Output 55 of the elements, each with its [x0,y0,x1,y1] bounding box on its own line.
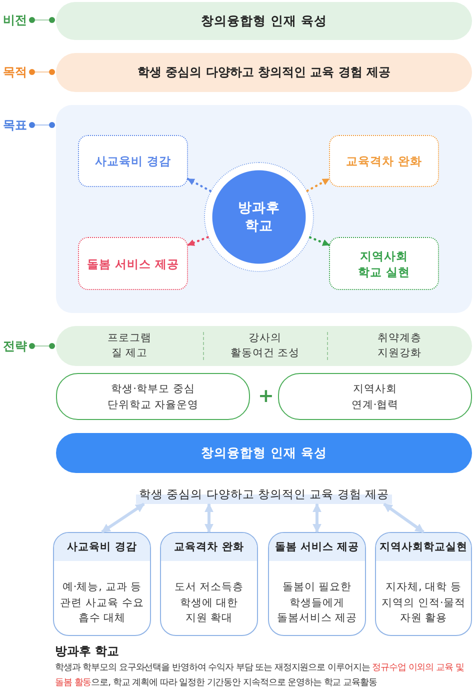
goal-box [329,237,439,290]
strategy-item: 취약계층 지원강화 [376,331,422,361]
double-arrow [312,503,322,533]
arrow [186,236,209,246]
strategy-item: 프로그램 질 제고 [106,331,152,361]
vision-text: 창의융합형 인재 육성 [201,12,327,30]
row-label: 전략 [3,338,27,354]
goal-box [78,237,188,290]
plus-sign: + [258,386,274,406]
card-header: 사교육비 경감 [54,533,150,561]
dot-connector [29,17,55,23]
purpose-band [56,53,472,92]
card-text: 돌봄이 필요한 학생들에게 돌봄서비스 제공 [276,580,358,626]
goal-text: 사교육비 경감 [94,153,171,169]
card-text: 도서 저소득층 학생에 대한 지원 확대 [174,580,244,626]
arrow [309,236,330,246]
card-header: 지역사회학교실현 [376,533,471,561]
arrow [186,178,212,192]
goal-text: 교육격차 완화 [346,153,422,169]
row-label: 비전 [3,12,27,28]
result-band [56,433,472,473]
strategy-box [278,373,472,420]
note-heading: 방과후 학교 [55,644,120,659]
strategy-item: 강사의 활동여건 조성 [230,331,300,361]
goal-card [53,532,151,636]
double-arrow [204,503,214,533]
result-text: 창의융합형 인재 육성 [201,444,327,462]
goal-text: 돌봄 서비스 제공 [87,256,179,272]
row-label: 목표 [3,117,27,133]
goal-box [78,135,188,187]
strategy-band [56,326,472,366]
card-text: 지자체, 대학 등 지역의 인적·물적 자원 활용 [380,580,466,626]
arrow [306,178,330,192]
double-arrow [383,502,424,534]
goal-text: 지역사회 학교 실현 [356,248,411,280]
goal-card [268,532,366,636]
row-label: 목적 [3,64,27,80]
goal-box [329,135,439,187]
dot-connector [29,69,55,75]
goal-card [375,532,472,636]
goal-panel [56,105,472,313]
vision-band [56,2,472,40]
double-arrow [101,502,145,534]
purpose-text: 학생 중심의 다양하고 창의적인 교육 경험 제공 [137,64,391,81]
card-header: 교육격차 완화 [161,533,257,561]
card-text: 예·체능, 교과 등 관련 사교육 수요 흡수 대체 [59,580,145,626]
strategy-text: 학생·학부모 중심 단위학교 자율운영 [106,382,200,412]
note-text: 학생과 학부모의 요구와선택을 반영하여 수익자 부담 또는 재정지원으로 이루어지는 정규수업 이외의 교육 및 돌봄 활동으로, 학교 계획에 따라 일정한 기간동안 지속적으로 운영하는 학교 교육활동 [55,661,465,690]
circle-label: 방과후 학교 [237,199,281,235]
strategy-text: 지역사회 연계·협력 [350,382,400,412]
goal-card [160,532,258,636]
dot-connector [29,122,55,128]
card-header: 돌봄 서비스 제공 [269,533,365,561]
strategy-box [56,373,250,420]
dot-connector [29,343,55,349]
